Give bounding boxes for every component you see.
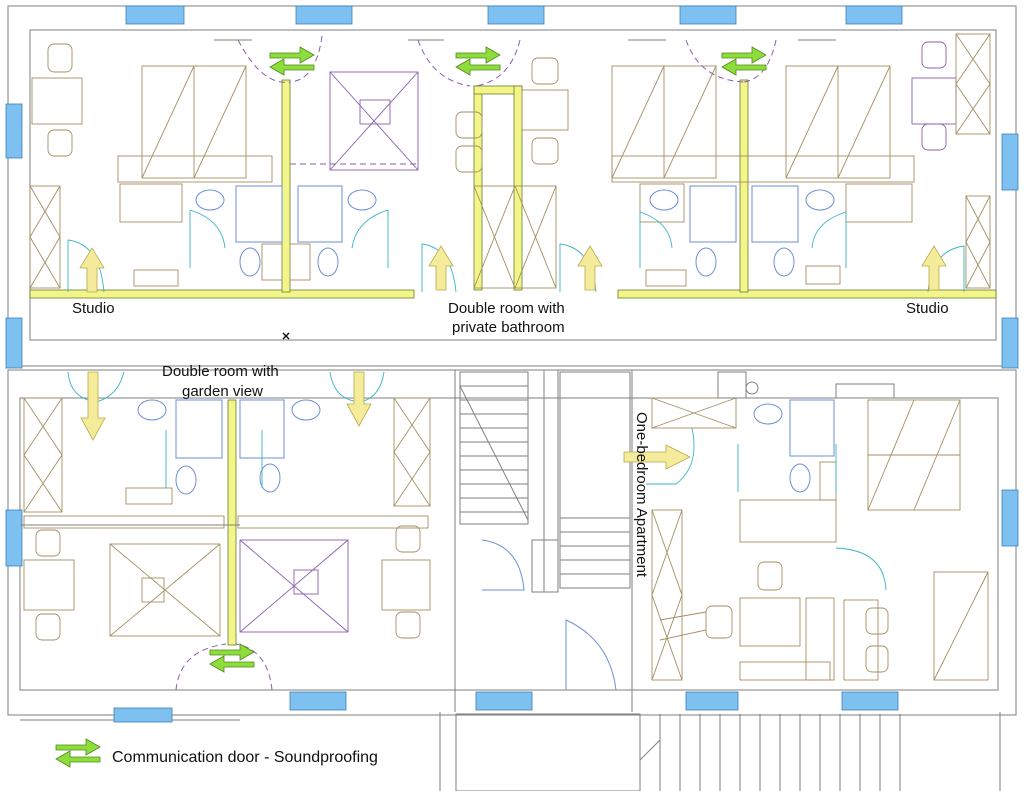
label-double-garden-line2: garden view — [182, 383, 263, 400]
stairwell — [455, 369, 901, 791]
label-studio-right: Studio — [906, 300, 949, 317]
entry-arrows — [79, 245, 947, 470]
legend-communication-door: Communication door - Soundproofing — [112, 749, 378, 766]
entry-arrow-garden-left — [80, 371, 106, 441]
entry-arrow-double-private — [428, 245, 454, 291]
legend-communication-arrow-icon — [55, 738, 101, 768]
double-room-top-left — [289, 39, 521, 281]
studio-right-furniture — [911, 33, 991, 293]
studio-left-furniture — [29, 35, 323, 293]
label-double-private-line1: Double room with — [448, 300, 565, 317]
entry-arrow-apartment — [623, 444, 691, 470]
communication-door-arrows — [209, 46, 767, 673]
entrance-steps — [639, 714, 901, 791]
entry-arrow-studio-left — [79, 247, 105, 293]
legend: Communication door - Soundproofing — [55, 738, 378, 768]
entry-arrow-room-top-right — [577, 245, 603, 291]
windows — [5, 5, 1019, 723]
communication-door-arrow-1 — [269, 46, 315, 76]
soundproof-walls — [29, 79, 997, 646]
communication-door-arrow-4 — [209, 643, 255, 673]
label-double-garden-line1: Double room with — [162, 363, 279, 380]
label-studio-left: Studio — [72, 300, 115, 317]
entry-arrow-garden-right — [346, 371, 372, 427]
communication-door-arrow-3 — [721, 46, 767, 76]
one-bedroom-apartment — [646, 371, 989, 681]
label-double-private-line2: private bathroom — [452, 319, 565, 336]
entry-arrow-studio-right — [921, 245, 947, 291]
center-marker — [282, 332, 290, 340]
label-one-bedroom: One-bedroom Apartment — [633, 412, 650, 578]
room-top-right — [611, 39, 915, 287]
communication-door-arrow-2 — [455, 46, 501, 76]
double-room-garden — [20, 371, 431, 691]
